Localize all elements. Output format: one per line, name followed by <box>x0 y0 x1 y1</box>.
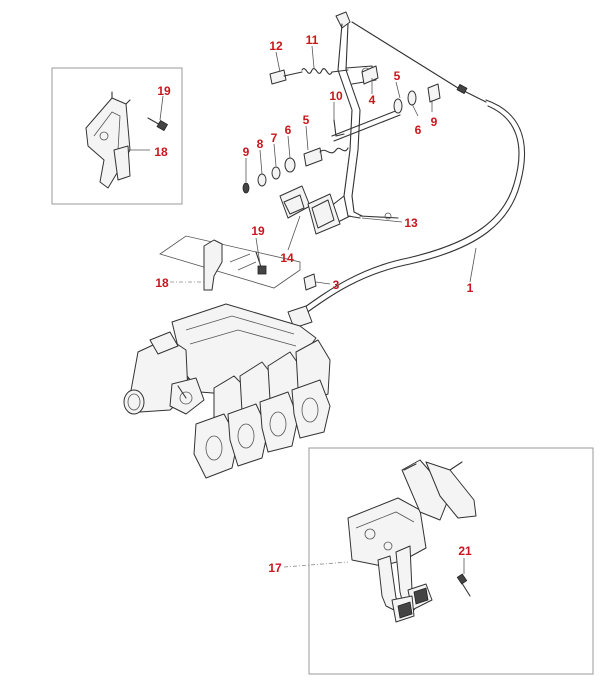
callout-10: 10 <box>329 89 343 103</box>
callout-9-right: 9 <box>431 115 438 129</box>
pedal-arm-assembly <box>325 11 401 227</box>
intake-manifold <box>123 303 331 479</box>
mounting-plate <box>159 235 301 291</box>
pedal-pads <box>279 185 341 235</box>
callout-21: 21 <box>458 544 472 558</box>
callout-11: 11 <box>306 33 319 47</box>
callout-9-left: 9 <box>243 145 250 159</box>
callout-12: 12 <box>269 39 283 53</box>
callout-5-right: 5 <box>394 69 401 83</box>
bushing-stack-left <box>242 147 349 194</box>
inset-bracket-frame <box>51 67 183 205</box>
callout-19-main: 19 <box>251 224 265 238</box>
spring-and-pin <box>269 68 349 85</box>
callout-6-right: 6 <box>415 123 422 137</box>
callout-14: 14 <box>280 251 294 265</box>
callout-3: 3 <box>333 278 340 292</box>
inset-pedal-frame <box>308 447 594 675</box>
callout-7: 7 <box>271 131 278 145</box>
leader-lines <box>128 45 477 574</box>
callout-1: 1 <box>467 281 474 295</box>
callout-18-main: 18 <box>155 276 169 290</box>
callout-labels: 1 3 4 5 5 6 6 7 8 9 9 10 11 12 13 14 17 … <box>154 33 473 575</box>
callout-13: 13 <box>404 216 418 230</box>
callout-19-inset: 19 <box>157 84 171 98</box>
callout-18-inset: 18 <box>154 145 168 159</box>
inset-bracket <box>85 91 169 189</box>
callout-17: 17 <box>268 561 282 575</box>
callout-5-left: 5 <box>303 113 310 127</box>
inset-bolt <box>147 117 169 132</box>
callout-4: 4 <box>369 93 376 107</box>
pedal-box-assembly <box>347 459 477 623</box>
callout-6-left: 6 <box>285 123 292 137</box>
accelerator-cable <box>177 21 526 391</box>
callout-8: 8 <box>257 137 264 151</box>
bushing-stack-right <box>361 65 441 114</box>
